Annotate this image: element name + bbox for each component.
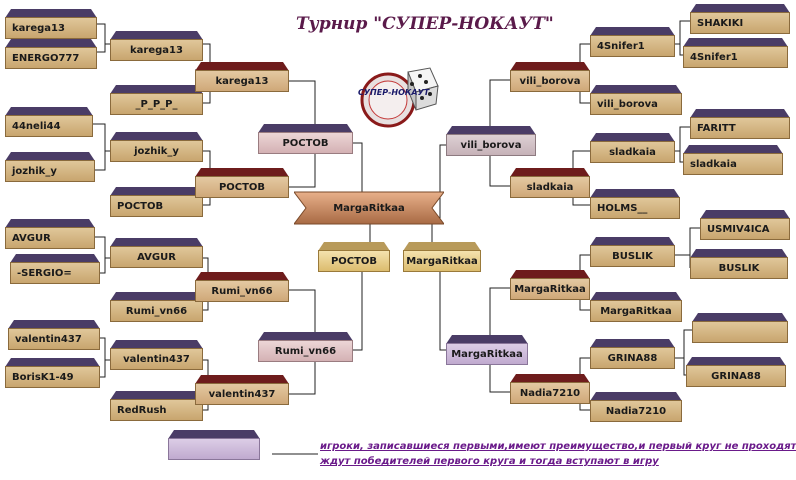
note-line-2: ждут победителей первого круга и тогда в…	[320, 456, 659, 467]
right-r1-player-1[interactable]: SHAKIKI	[690, 12, 790, 34]
left-r4-player-2[interactable]: Rumi_vn66	[258, 340, 353, 362]
left-r1-player-7[interactable]: valentin437	[8, 328, 100, 350]
left-r2-player-6[interactable]: Rumi_vn66	[110, 300, 203, 322]
legend-box	[168, 438, 260, 460]
left-r2-player-4[interactable]: РОСТОВ	[110, 195, 203, 217]
right-r2-player-3[interactable]: sladkaia	[590, 141, 675, 163]
right-r2-player-2[interactable]: vili_borova	[590, 93, 682, 115]
right-finalist[interactable]: MargaRitkaa	[403, 250, 481, 272]
note-line-1: игроки, записавшиеся первыми,имеют преим…	[320, 441, 796, 452]
logo-text: СУПЕР-НОКАУТ	[358, 88, 430, 97]
left-r4-player-1[interactable]: РОСТОВ	[258, 132, 353, 154]
right-r1-player-6[interactable]: BUSLIK	[690, 257, 788, 279]
right-r2-player-7[interactable]: GRINA88	[590, 347, 675, 369]
left-r3-player-4[interactable]: valentin437	[195, 383, 289, 405]
right-r2-player-6[interactable]: MargaRitkaa	[590, 300, 682, 322]
right-r3-player-2[interactable]: sladkaia	[510, 176, 590, 198]
right-r1-player-4[interactable]: sladkaia	[683, 153, 783, 175]
right-r1-player-7[interactable]	[692, 321, 788, 343]
left-r2-player-1[interactable]: karega13	[110, 39, 203, 61]
left-r2-player-7[interactable]: valentin437	[110, 348, 203, 370]
left-r2-player-5[interactable]: AVGUR	[110, 246, 203, 268]
right-r1-player-2[interactable]: 4Snifer1	[683, 46, 788, 68]
champion-banner: MargaRitkaa	[294, 188, 444, 228]
left-r1-player-5[interactable]: AVGUR	[5, 227, 95, 249]
left-r2-player-8[interactable]: RedRush	[110, 399, 203, 421]
right-r2-player-8[interactable]: Nadia7210	[590, 400, 682, 422]
right-r4-player-1[interactable]: vili_borova	[446, 134, 536, 156]
left-r1-player-2[interactable]: ENERGO777	[5, 47, 97, 69]
logo: СУПЕР-НОКАУТ	[356, 66, 446, 130]
champion-name: MargaRitkaa	[333, 202, 405, 214]
left-r3-player-3[interactable]: Rumi_vn66	[195, 280, 289, 302]
left-r1-player-4[interactable]: jozhik_y	[5, 160, 95, 182]
right-r2-player-5[interactable]: BUSLIK	[590, 245, 675, 267]
right-r1-player-5[interactable]: USMIV4ICA	[700, 218, 790, 240]
right-r3-player-4[interactable]: Nadia7210	[510, 382, 590, 404]
right-r4-player-2[interactable]: MargaRitkaa	[446, 343, 528, 365]
right-r1-player-8[interactable]: GRINA88	[686, 365, 786, 387]
dice-logo-icon	[360, 67, 439, 128]
left-r1-player-3[interactable]: 44neli44	[5, 115, 93, 137]
right-r3-player-3[interactable]: MargaRitkaa	[510, 278, 590, 300]
right-r3-player-1[interactable]: vili_borova	[510, 70, 590, 92]
left-r3-player-1[interactable]: karega13	[195, 70, 289, 92]
left-r2-player-2[interactable]: _P_P_P_	[110, 93, 203, 115]
left-r1-player-6[interactable]: -SERGIO=	[10, 262, 100, 284]
left-r1-player-8[interactable]: BorisK1-49	[5, 366, 100, 388]
left-r3-player-2[interactable]: РОСТОВ	[195, 176, 289, 198]
right-r2-player-4[interactable]: HOLMS__	[590, 197, 680, 219]
banner-ribbon-icon	[294, 191, 444, 225]
left-finalist[interactable]: РОСТОВ	[318, 250, 390, 272]
left-r2-player-3[interactable]: jozhik_y	[110, 140, 203, 162]
right-r2-player-1[interactable]: 4Snifer1	[590, 35, 675, 57]
left-r1-player-1[interactable]: karega13	[5, 17, 97, 39]
right-r1-player-3[interactable]: FARITT	[690, 117, 790, 139]
page-title: Турнир "СУПЕР-НОКАУТ"	[296, 14, 554, 34]
